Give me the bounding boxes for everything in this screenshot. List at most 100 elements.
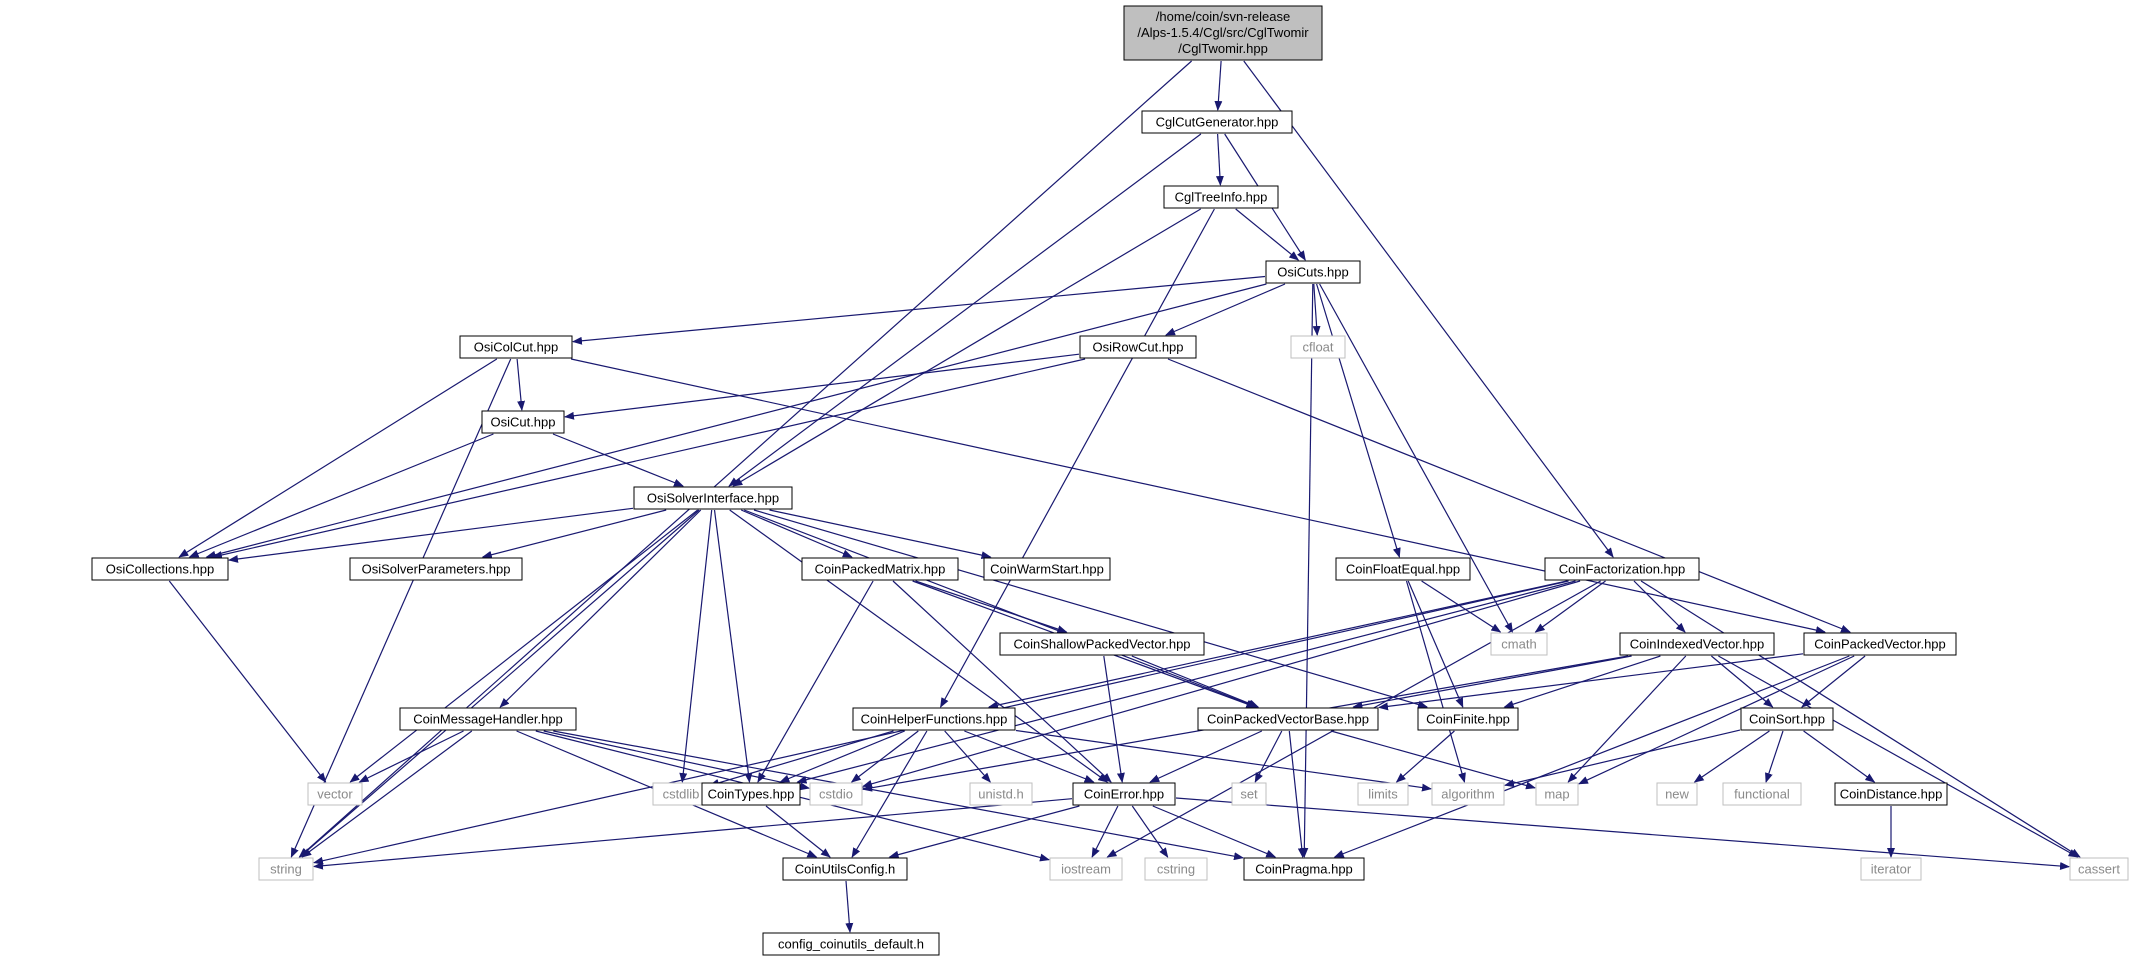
node-coinshallowpackedvector-label: CoinShallowPackedVector.hpp (1013, 637, 1190, 652)
edge-coinhelperfunctions-to-coinerror (964, 730, 1095, 783)
edge-osirowcut-to-coinpackedvector (1167, 358, 1851, 633)
node-coinpackedvector[interactable]: CoinPackedVector.hpp (1803, 632, 1957, 656)
node-algorithm-box (1431, 782, 1505, 806)
node-root-label-line: /Alps-1.5.4/Cgl/src/CglTwomir (1137, 25, 1309, 40)
edge-coinfactorization-to-cmath (1534, 580, 1606, 633)
node-osicollections[interactable]: OsiCollections.hpp (91, 557, 229, 581)
node-coinpragma-label: CoinPragma.hpp (1255, 862, 1353, 877)
node-coinpackedmatrix[interactable]: CoinPackedMatrix.hpp (801, 557, 959, 581)
node-cgltreeinfo-box (1163, 185, 1279, 209)
node-map: map (1535, 782, 1579, 806)
node-coinhelperfunctions[interactable]: CoinHelperFunctions.hpp (852, 707, 1016, 731)
node-coinpragma-box (1243, 857, 1365, 881)
edge-osisolverinterface-to-coinpackedmatrix (740, 509, 853, 558)
node-osisolverparameters-box (349, 557, 523, 581)
edge-coinindexedvector-to-cassert (1718, 655, 2079, 858)
node-osisolverinterface-label: OsiSolverInterface.hpp (647, 491, 779, 506)
node-cstdio-label: cstdio (819, 787, 853, 802)
node-configcoinutils-label: config_coinutils_default.h (778, 937, 924, 952)
node-coinhelperfunctions-box (852, 707, 1016, 731)
edge-osisolverinterface-to-coinmessagehandler (499, 509, 702, 708)
node-coinmessagehandler[interactable]: CoinMessageHandler.hpp (399, 707, 577, 731)
edge-osisolverinterface-to-coinerror (729, 509, 1109, 783)
node-coinpackedvectorbase-label: CoinPackedVectorBase.hpp (1207, 712, 1369, 727)
edge-osisolverinterface-to-cointypes (713, 509, 753, 783)
node-cglcutgenerator-label: CglCutGenerator.hpp (1156, 115, 1279, 130)
edge-coinindexedvector-to-map (1567, 655, 1687, 783)
node-coinmessagehandler-box (399, 707, 577, 731)
node-functional: functional (1722, 782, 1802, 806)
edge-coinfactorization-to-cointypes (796, 580, 1576, 784)
node-root-cgltwomir: /home/coin/svn-release/Alps-1.5.4/Cgl/sr… (1123, 5, 1323, 61)
edge-osicut-to-osisolverinterface (552, 433, 684, 487)
edge-coinsort-to-algorithm (1504, 729, 1741, 788)
node-osicuts-box (1265, 260, 1361, 284)
node-osicut[interactable]: OsiCut.hpp (481, 410, 565, 434)
node-coinfinite[interactable]: CoinFinite.hpp (1417, 707, 1519, 731)
edge-coinerror-to-iostream (1091, 805, 1119, 858)
node-string-label: string (270, 862, 302, 877)
edge-osicollections-to-vector (168, 580, 327, 783)
node-osirowcut-box (1079, 335, 1197, 359)
node-algorithm-label: algorithm (1441, 787, 1494, 802)
nodes: /home/coin/svn-release/Alps-1.5.4/Cgl/sr… (91, 5, 2129, 956)
node-coinhelperfunctions-label: CoinHelperFunctions.hpp (861, 712, 1008, 727)
node-configcoinutils[interactable]: config_coinutils_default.h (762, 932, 940, 956)
edge-osicuts-to-osirowcut (1165, 283, 1286, 336)
edge-coinfloatequal-to-algorithm (1405, 580, 1466, 783)
edges (168, 60, 2081, 933)
edge-osirowcut-to-osicut (564, 353, 1080, 420)
node-cstdio-box (809, 782, 863, 806)
node-osirowcut[interactable]: OsiRowCut.hpp (1079, 335, 1197, 359)
edge-coinfactorization-to-coinhelperfunctions (988, 580, 1568, 709)
node-coinpragma[interactable]: CoinPragma.hpp (1243, 857, 1365, 881)
node-unistd: unistd.h (969, 782, 1033, 806)
edge-osisolverinterface-to-vector (349, 509, 699, 783)
node-coinsort[interactable]: CoinSort.hpp (1740, 707, 1834, 731)
node-osicolcut[interactable]: OsiColCut.hpp (459, 335, 573, 359)
node-osisolverparameters[interactable]: OsiSolverParameters.hpp (349, 557, 523, 581)
node-coindistance[interactable]: CoinDistance.hpp (1834, 782, 1948, 806)
node-vector-label: vector (317, 787, 353, 802)
edge-coinhelperfunctions-to-cstdlib (709, 730, 894, 787)
node-coinmessagehandler-label: CoinMessageHandler.hpp (413, 712, 563, 727)
edge-root-to-cglcutgenerator (1214, 60, 1223, 111)
node-string-box (258, 857, 314, 881)
edge-coinerror-to-cstring (1131, 805, 1169, 858)
node-coinwarmstart[interactable]: CoinWarmStart.hpp (983, 557, 1111, 581)
node-osicuts[interactable]: OsiCuts.hpp (1265, 260, 1361, 284)
node-limits-box (1357, 782, 1409, 806)
node-cgltreeinfo[interactable]: CglTreeInfo.hpp (1163, 185, 1279, 209)
node-coinfactorization[interactable]: CoinFactorization.hpp (1544, 557, 1700, 581)
edge-coinpackedmatrix-to-coinerror (892, 580, 1112, 783)
edge-coinhelperfunctions-to-algorithm (1015, 729, 1432, 792)
node-iostream: iostream (1049, 857, 1123, 881)
node-iterator-label: iterator (1871, 862, 1912, 877)
node-coinpackedvectorbase[interactable]: CoinPackedVectorBase.hpp (1197, 707, 1379, 731)
node-coinerror[interactable]: CoinError.hpp (1072, 782, 1176, 806)
edge-cglcutgenerator-to-osisolverinterface (728, 133, 1202, 487)
node-cglcutgenerator[interactable]: CglCutGenerator.hpp (1141, 110, 1293, 134)
node-coinshallowpackedvector[interactable]: CoinShallowPackedVector.hpp (999, 632, 1205, 656)
edge-cointypes-to-coinutilsconfig (765, 805, 831, 858)
node-coinindexedvector[interactable]: CoinIndexedVector.hpp (1619, 632, 1775, 656)
node-coinfactorization-box (1544, 557, 1700, 581)
edge-coinfloatequal-to-cmath (1421, 580, 1502, 633)
node-coindistance-label: CoinDistance.hpp (1840, 787, 1943, 802)
node-coinfloatequal[interactable]: CoinFloatEqual.hpp (1335, 557, 1471, 581)
node-coindistance-box (1834, 782, 1948, 806)
node-coinutilsconfig[interactable]: CoinUtilsConfig.h (782, 857, 908, 881)
node-coinindexedvector-box (1619, 632, 1775, 656)
node-coinerror-box (1072, 782, 1176, 806)
edge-coinhelperfunctions-to-cstdio (850, 730, 919, 783)
edge-osicuts-to-cfloat (1312, 283, 1321, 336)
node-coinwarmstart-box (983, 557, 1111, 581)
node-cointypes[interactable]: CoinTypes.hpp (701, 782, 801, 806)
node-cstdlib-label: cstdlib (663, 787, 700, 802)
edge-cgltreeinfo-to-coinhelperfunctions (940, 208, 1215, 708)
node-coinpackedmatrix-label: CoinPackedMatrix.hpp (815, 562, 946, 577)
node-cfloat: cfloat (1290, 335, 1346, 359)
edge-coinpackedvector-to-map (1578, 655, 1855, 785)
node-osisolverinterface[interactable]: OsiSolverInterface.hpp (633, 486, 793, 510)
node-coinutilsconfig-box (782, 857, 908, 881)
